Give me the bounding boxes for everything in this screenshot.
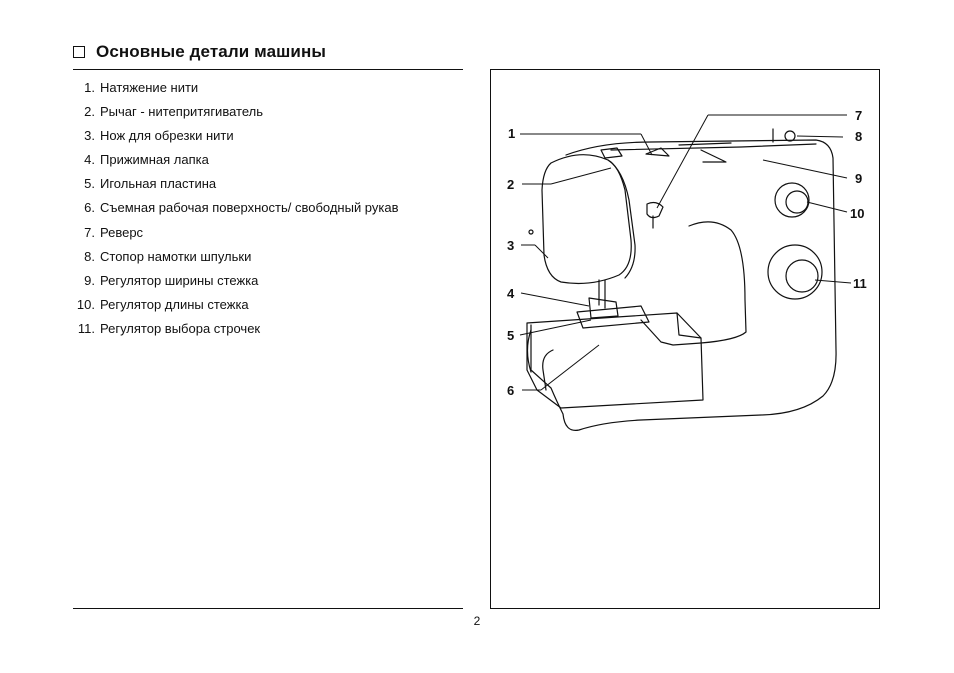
item-number: 3. xyxy=(84,128,95,144)
item-label: Регулятор ширины стежка xyxy=(100,272,259,288)
list-item: 5. Игольная пластина xyxy=(70,174,399,198)
item-number: 10. xyxy=(76,296,95,312)
item-label: Игольная пластина xyxy=(100,176,217,192)
section-heading: Основные детали машины xyxy=(73,42,326,62)
item-number: 1. xyxy=(84,80,95,95)
callout-3: 3 xyxy=(507,238,514,253)
item-label: Нож для обрезки нити xyxy=(100,128,234,144)
sewing-machine-drawing xyxy=(526,128,837,432)
needle-bar xyxy=(598,279,606,309)
leader-line-11 xyxy=(814,279,852,284)
reverse-lever xyxy=(646,201,664,219)
item-number: 4. xyxy=(84,152,95,168)
list-item: 9. Регулятор ширины стежка xyxy=(70,271,399,295)
top-divider xyxy=(73,69,463,70)
callout-8: 8 xyxy=(855,129,862,144)
list-item: 1. Натяжение нити xyxy=(70,78,399,102)
needle-plate xyxy=(576,305,650,329)
page-number: 2 xyxy=(473,614,481,628)
callout-7: 7 xyxy=(855,108,862,123)
list-item: 11. Регулятор выбора строчек xyxy=(70,319,399,343)
callout-6: 6 xyxy=(507,383,514,398)
item-label: Регулятор длины стежка xyxy=(100,296,249,312)
item-number: 6. xyxy=(84,200,95,216)
callout-4: 4 xyxy=(507,286,515,301)
item-number: 2. xyxy=(84,104,95,120)
list-item: 7. Реверс xyxy=(70,223,399,247)
callout-5: 5 xyxy=(507,328,514,343)
list-item: 3. Нож для обрезки нити xyxy=(70,126,399,150)
free-arm xyxy=(526,312,704,409)
item-number: 8. xyxy=(84,248,95,264)
callout-layer: 1 2 3 4 5 6 7 8 9 10 11 xyxy=(507,108,867,398)
item-number: 11. xyxy=(77,320,95,336)
item-label: Регулятор выбора строчек xyxy=(100,320,261,336)
parts-list: 1. Натяжение нити 2. Рычаг - нитепритягива… xyxy=(70,78,399,343)
top-rail xyxy=(610,143,817,151)
item-label: Стопор намотки шпульки xyxy=(100,248,252,264)
callout-11: 11 xyxy=(853,276,867,291)
item-label: Прижимная лапка xyxy=(100,152,209,168)
list-item: 6. Съемная рабочая поверхность/ свободный… xyxy=(70,198,399,222)
checkbox-icon xyxy=(73,46,85,58)
leader-line-4 xyxy=(520,292,590,307)
item-number: 5. xyxy=(84,176,95,192)
item-label: Натяжение нити xyxy=(100,80,199,95)
machine-figure: 1 2 3 4 5 6 7 8 9 10 11 xyxy=(490,69,880,609)
leader-line-9 xyxy=(762,159,848,179)
leader-line-10 xyxy=(806,201,848,213)
list-item: 10. Регулятор длины стежка xyxy=(70,295,399,319)
callout-9: 9 xyxy=(855,171,862,186)
item-label: Рычаг - нитепритягиватель xyxy=(100,104,263,120)
page-title: Основные детали машины xyxy=(96,42,326,61)
item-label: Реверс xyxy=(100,224,144,240)
stitch-length-dial xyxy=(767,244,823,300)
list-item: 8. Стопор намотки шпульки xyxy=(70,247,399,271)
callout-1: 1 xyxy=(508,126,515,141)
stitch-width-dial xyxy=(774,182,810,218)
leader-line-5 xyxy=(519,319,592,336)
bottom-divider xyxy=(73,608,463,609)
arm-opening xyxy=(640,221,747,346)
machine-body xyxy=(530,139,837,432)
leader-line-8 xyxy=(796,135,844,138)
callout-10: 10 xyxy=(850,206,864,221)
item-number: 9. xyxy=(84,272,95,288)
item-number: 7. xyxy=(84,224,95,240)
list-item: 2. Рычаг - нитепритягиватель xyxy=(70,102,399,126)
item-label: Съемная рабочая поверхность/ свободный р… xyxy=(100,200,399,216)
list-item: 4. Прижимная лапка xyxy=(70,150,399,174)
callout-2: 2 xyxy=(507,177,514,192)
